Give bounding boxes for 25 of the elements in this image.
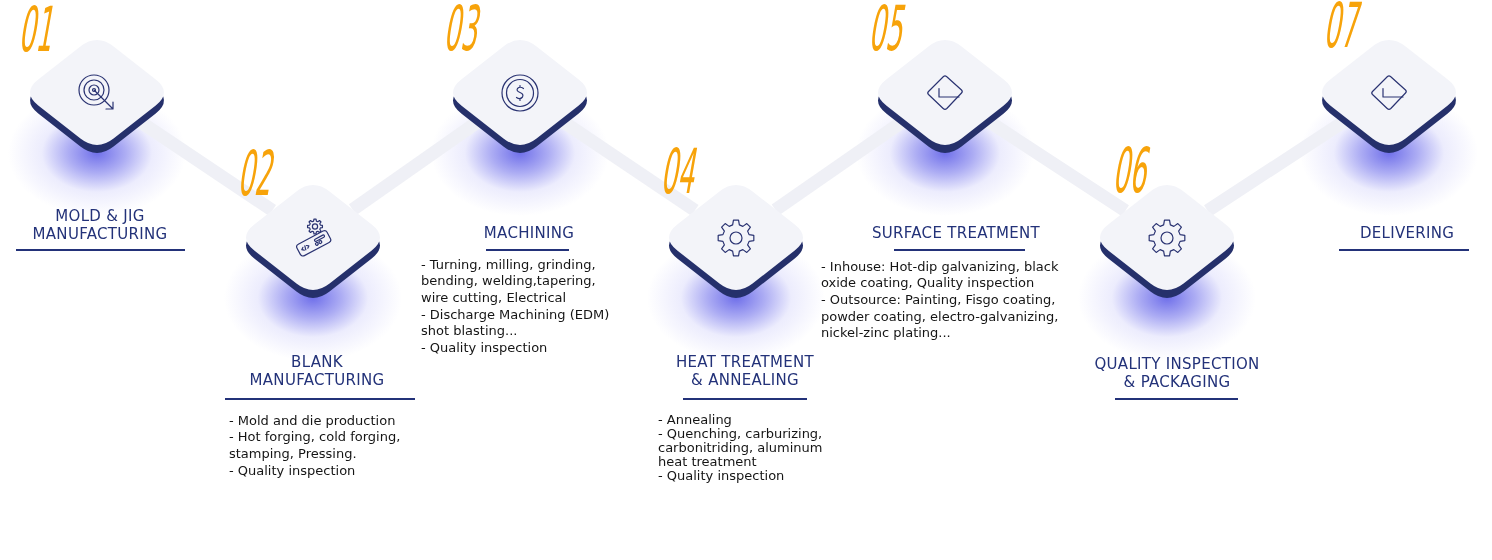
step-number: 07 [1322, 2, 1365, 50]
step-title: BLANK MANUFACTURING [249, 352, 385, 389]
step-title: MOLD & JIG MANUFACTURING [32, 206, 168, 243]
bullet-text: - Outsource: Painting, Fisgo coating, powder coating, electro-galvanizing, nickel-zinc plating... [821, 292, 1059, 341]
step-number: 03 [442, 5, 485, 53]
bullet-text: - Discharge Machining (EDM) shot blasting... [421, 306, 610, 339]
bullet-text: - Turning, milling, grinding, bending, welding,tapering, wire cutting, Electrical [421, 256, 596, 305]
bullet-text: - Quality inspection [421, 340, 548, 356]
step-title: DELIVERING [1359, 223, 1455, 242]
step-number: 02 [236, 150, 279, 198]
step-title: MACHINING [483, 223, 575, 242]
step-title: QUALITY INSPECTION & PACKAGING [1094, 354, 1260, 391]
bullet-text: - Quality inspection [229, 462, 356, 478]
bullet-text: - Mold and die production [229, 412, 396, 428]
bullet-text: - Quenching, carburizing, carbonitriding, aluminum heat treatment [658, 426, 823, 469]
step-title: HEAT TREATMENT & ANNEALING [675, 352, 815, 389]
bullet-text: - Inhouse: Hot-dip galvanizing, black oxide coating, Quality inspection [821, 258, 1059, 291]
step-number: 05 [867, 5, 910, 53]
step-number: 06 [1111, 147, 1154, 195]
bullet-text: - Annealing [658, 412, 732, 427]
bullet-text: - Quality inspection [658, 468, 785, 483]
bullet-text: - Hot forging, cold forging, stamping, Pressing. [229, 429, 401, 461]
step-number: 01 [17, 6, 60, 54]
step-number: 04 [659, 148, 702, 196]
step-title: SURFACE TREATMENT [871, 223, 1041, 242]
